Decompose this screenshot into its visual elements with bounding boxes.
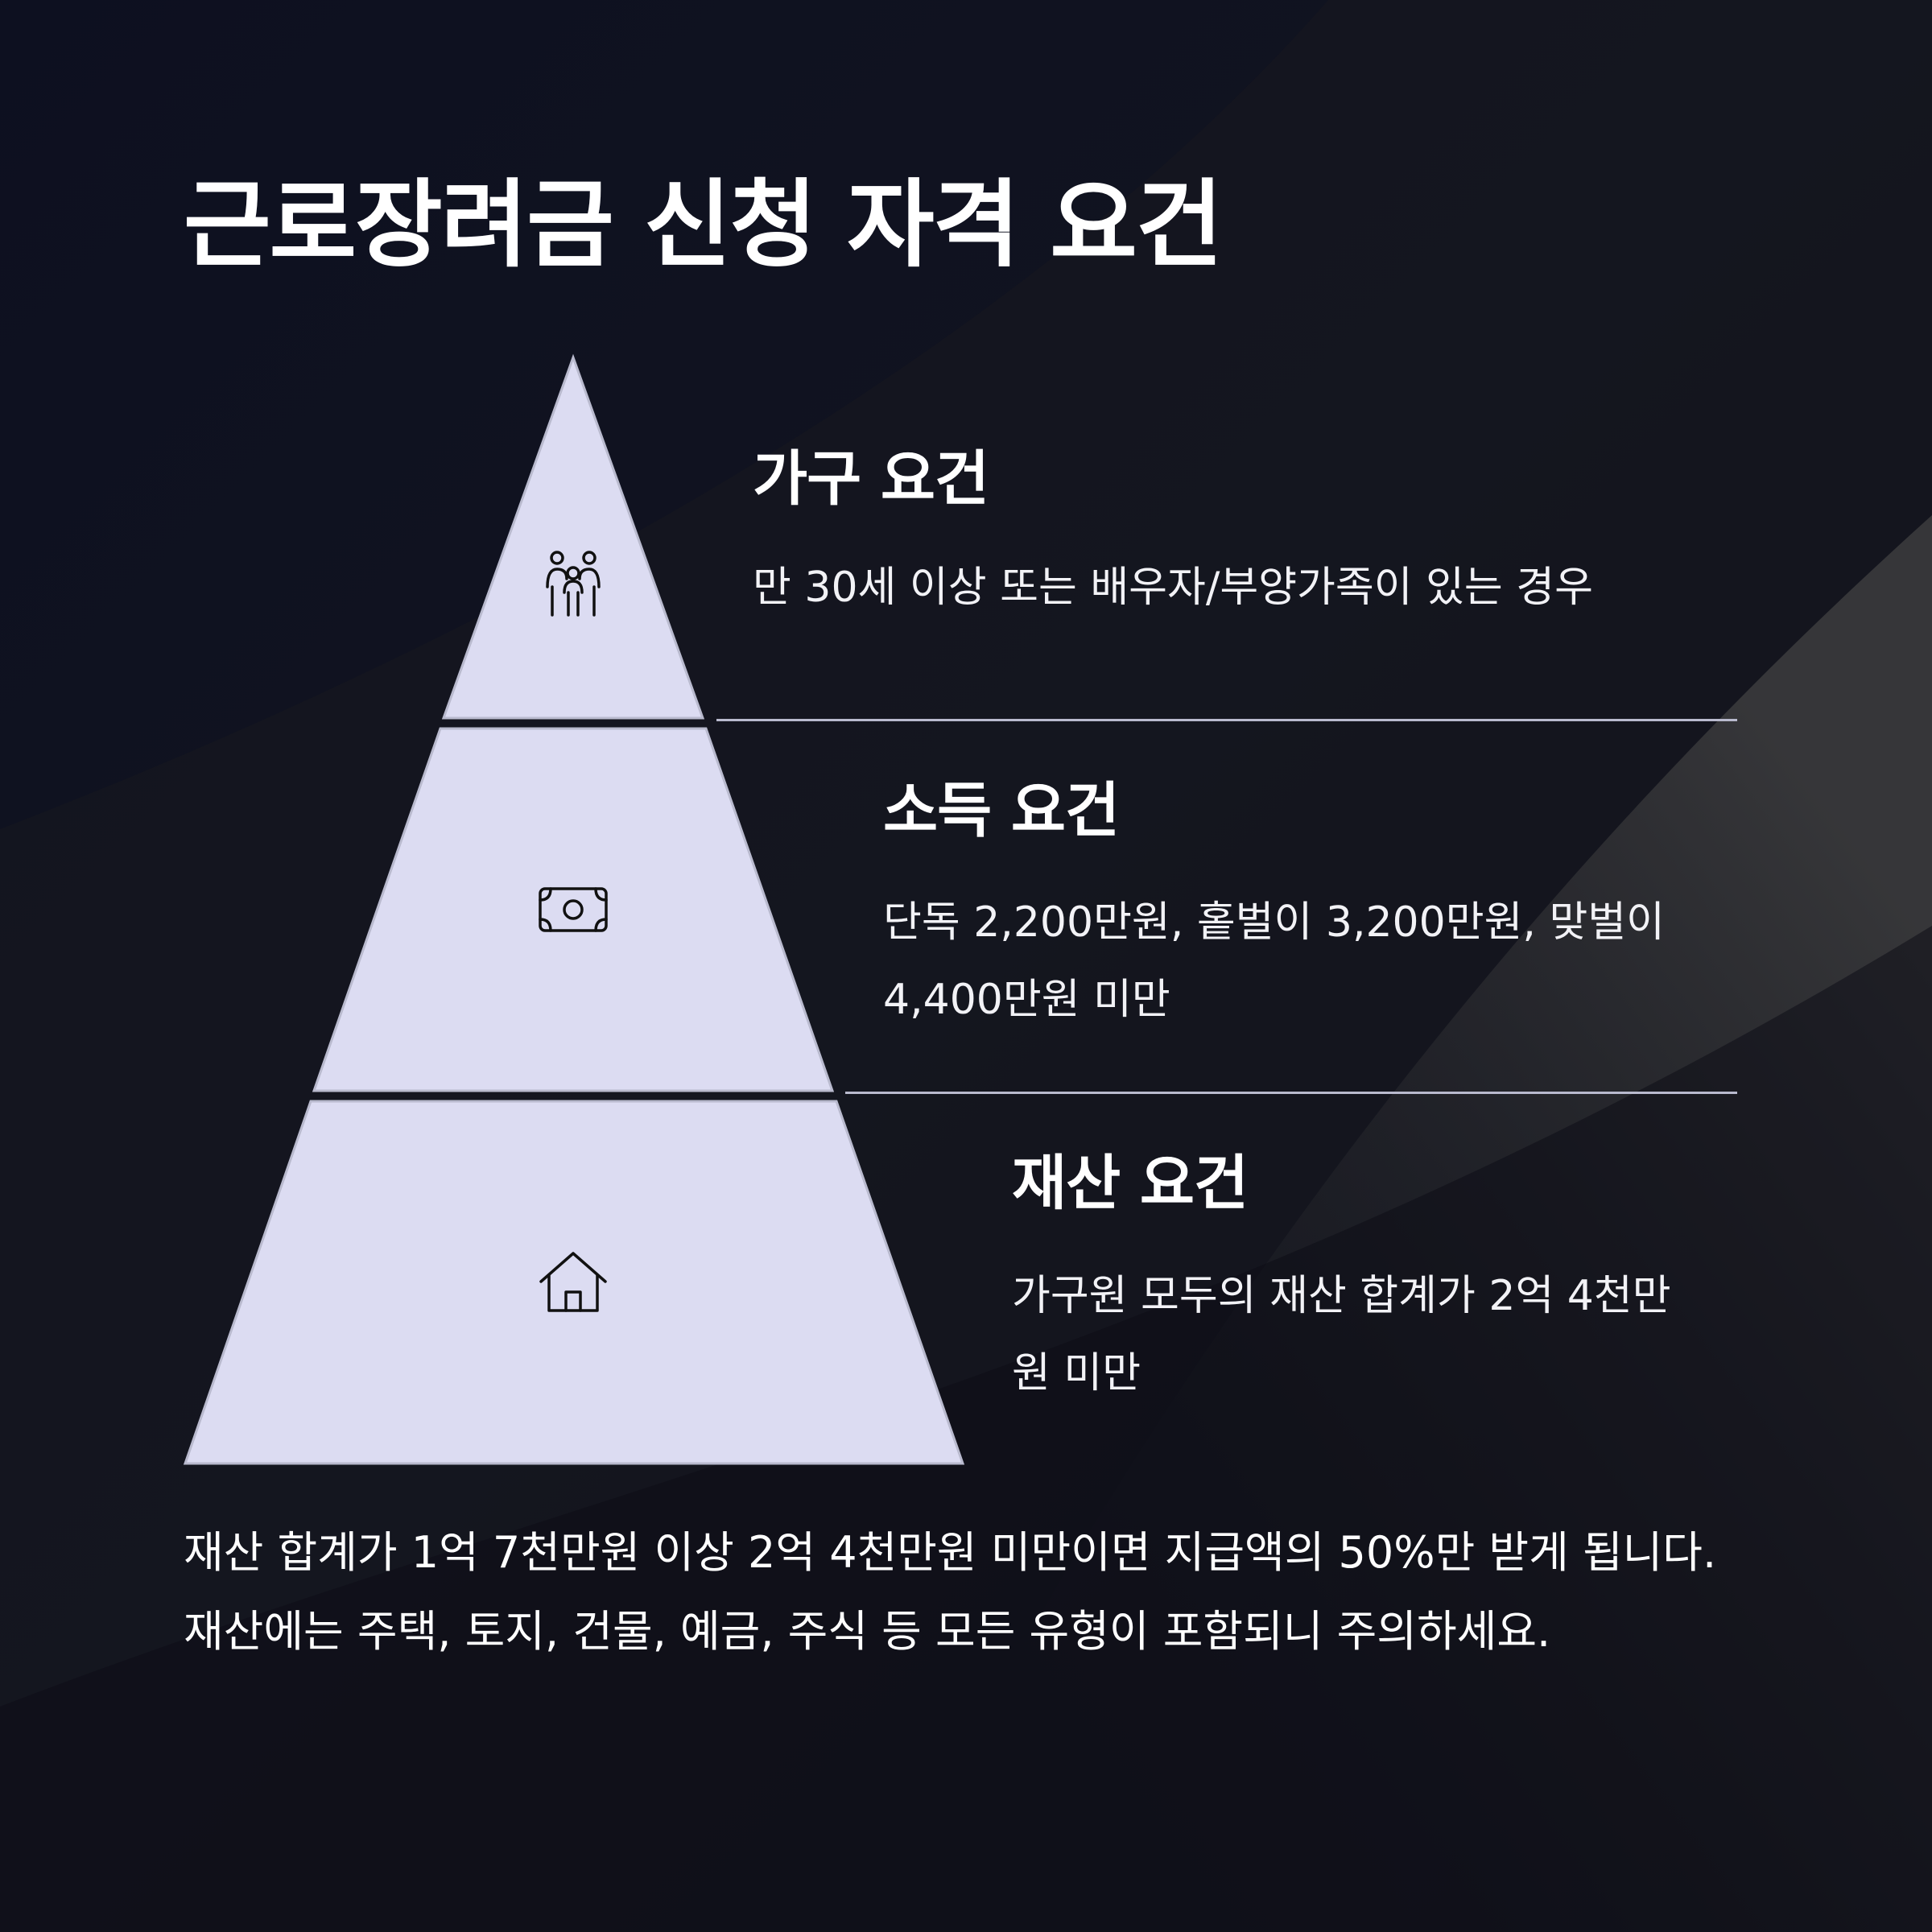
tier-2-description: 단독 2,200만원, 홑벌이 3,200만원, 맞벌이 4,400만원 미만 <box>883 898 1665 1024</box>
divider-2 <box>845 1092 1737 1094</box>
tier-1-description: 만 30세 이상 또는 배우자/부양가족이 있는 경우 <box>753 564 1593 612</box>
tier-1-title: 가구 요건 <box>753 444 989 514</box>
money-bill-icon <box>539 887 608 932</box>
tier-3-shape <box>183 1100 965 1465</box>
tier-2-shape <box>312 727 835 1092</box>
divider-1 <box>716 719 1737 721</box>
house-icon <box>539 1252 607 1312</box>
family-icon <box>546 551 601 617</box>
tier-2-title: 소득 요건 <box>883 776 1120 845</box>
footer-note: 재산 합계가 1억 7천만원 이상 2억 4천만원 미만이면 지급액의 50%만… <box>184 1527 1717 1657</box>
tier-1-shape <box>441 353 705 720</box>
tier-3-title: 재산 요건 <box>1012 1149 1249 1218</box>
tier-3-description: 가구원 모두의 재산 합계가 2억 4천만원 미만 <box>1012 1272 1671 1397</box>
page-title: 근로장려금 신청 자격 요건 <box>184 169 1223 280</box>
